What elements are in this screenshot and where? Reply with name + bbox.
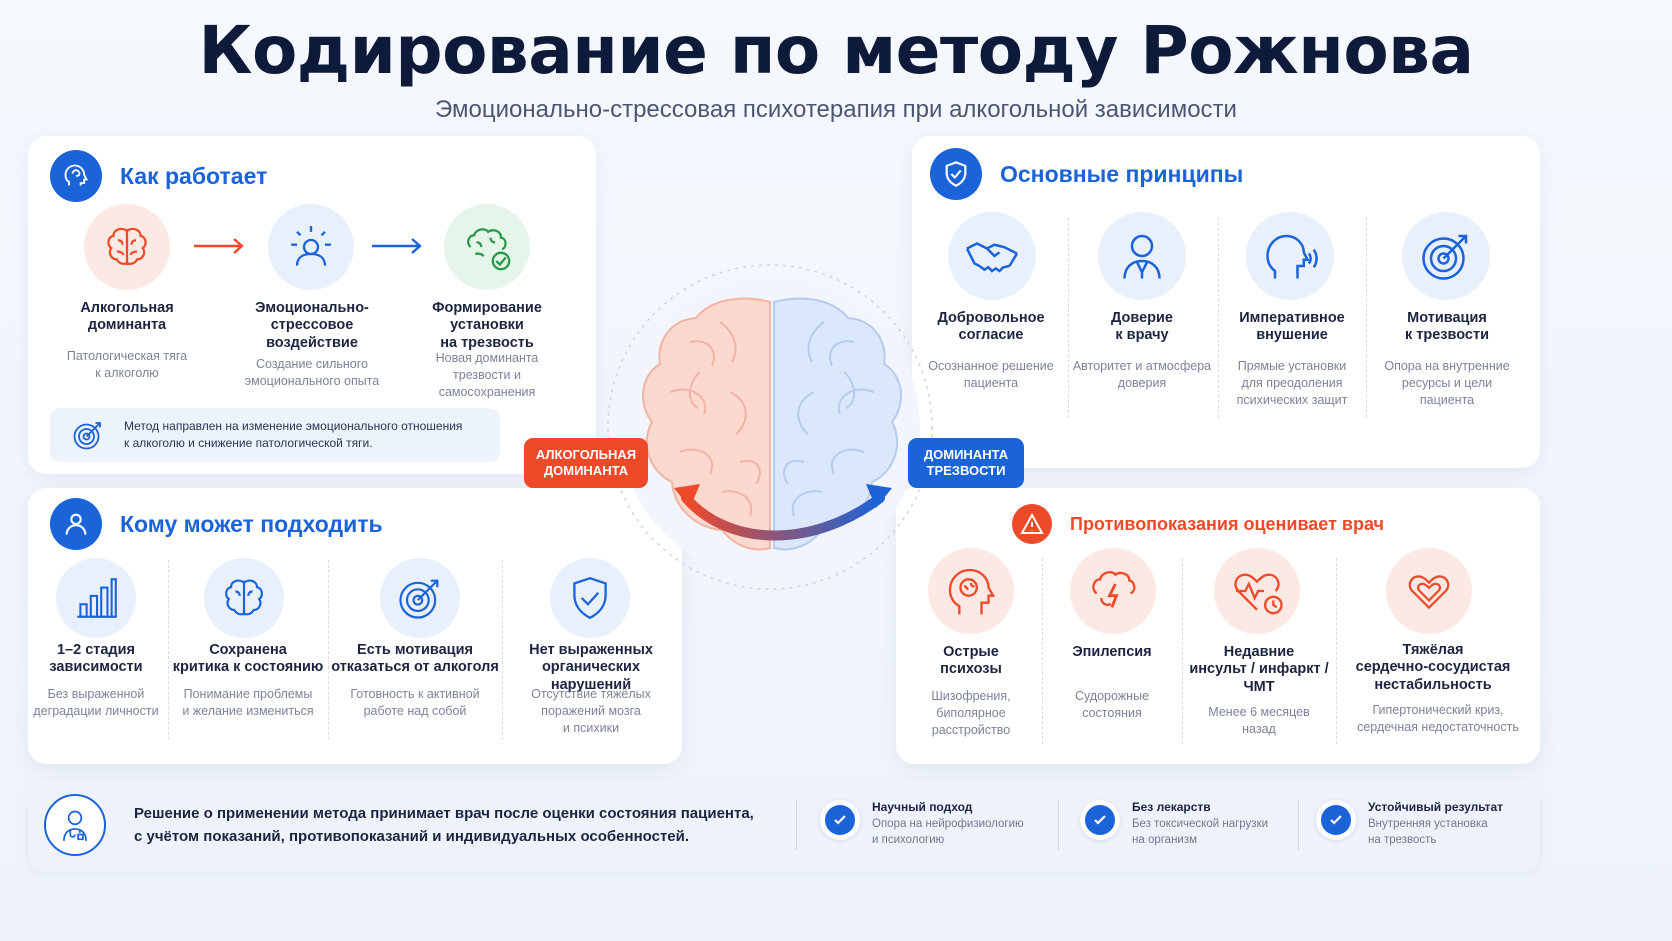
principle-desc: Авторитет и атмосфера доверия	[1072, 359, 1212, 390]
heart-pulse-icon	[1214, 548, 1300, 634]
step-desc: Создание сильного эмоционального опыта	[244, 357, 380, 388]
brain-icon	[84, 204, 170, 290]
brain-lightning-icon	[1070, 548, 1156, 634]
footer-item-title: Без лекарств	[1132, 800, 1211, 814]
contraindication-label: Недавние инсульт / инфаркт / ЧМТ	[1189, 644, 1329, 695]
footer-panel: Решение о применении метода принимает вр…	[28, 780, 1540, 872]
principle-desc: Прямые установки для преодоления психиче…	[1236, 359, 1348, 407]
alcohol-dominant-tag: АЛКОГОЛЬНАЯ ДОМИНАНТА	[524, 438, 648, 488]
suitable-label: 1–2 стадия зависимости	[49, 642, 143, 676]
suitable-card: Кому может подходить 1–2 стадия зависимо…	[28, 488, 682, 764]
footer-item: Без лекарств Без токсической нагрузки на…	[1080, 800, 1268, 848]
check-icon	[1080, 800, 1120, 840]
suitable-label: Есть мотивация отказаться от алкоголя	[331, 642, 499, 676]
divider	[1042, 558, 1043, 744]
target-icon	[73, 422, 101, 450]
divider	[1182, 558, 1183, 744]
step-label: Формирование установки на трезвость	[432, 300, 542, 351]
contraindications-header: Противопоказания оценивает врач	[1012, 504, 1384, 544]
brain-check-icon	[444, 204, 530, 290]
warning-icon	[1012, 504, 1052, 544]
contraindications-title: Противопоказания оценивает врач	[1070, 513, 1384, 534]
user-icon	[50, 498, 102, 550]
principle-label: Мотивация к трезвости	[1405, 310, 1489, 344]
suitable-desc: Отсутствие тяжёлых поражений мозга и пси…	[531, 687, 651, 735]
suitable-label: Сохранена критика к состоянию	[172, 642, 324, 676]
divider	[1068, 218, 1069, 418]
footer-item-desc: Опора на нейрофизиологию и психологию	[872, 818, 1024, 846]
step-desc: Патологическая тяга к алкоголю	[66, 349, 188, 380]
shield-icon	[930, 148, 982, 200]
divider	[1218, 218, 1219, 418]
divider	[796, 800, 797, 850]
footer-item-title: Устойчивый результат	[1368, 800, 1504, 814]
footer-item: Устойчивый результат Внутренняя установк…	[1316, 800, 1503, 848]
head-brain-icon	[928, 548, 1014, 634]
sobriety-dominant-tag: ДОМИНАНТА ТРЕЗВОСТИ	[908, 438, 1024, 488]
principle-desc: Осознанное решение пациента	[928, 359, 1054, 390]
how-it-works-card: Как работает Алкогольная доминанта Патол…	[28, 136, 596, 474]
suitable-header: Кому может подходить	[50, 498, 383, 550]
principle-label: Императивное внушение	[1239, 310, 1345, 344]
speaking-head-icon	[1246, 212, 1334, 300]
suitable-desc: Понимание проблемы и желание измениться	[182, 687, 314, 718]
page-title: Кодирование по методу Рожнова	[198, 12, 1474, 89]
footer-item-title: Научный подход	[872, 800, 973, 814]
page-subtitle: Эмоционально-стрессовая психотерапия при…	[435, 96, 1237, 123]
contraindication-label: Острые психозы	[940, 644, 1002, 678]
contraindication-desc: Менее 6 месяцев назад	[1208, 705, 1310, 736]
divider	[328, 560, 329, 740]
check-icon	[1316, 800, 1356, 840]
contraindications-card: Противопоказания оценивает врач Острые п…	[896, 488, 1540, 764]
divider	[1336, 558, 1337, 744]
shield-check-icon	[550, 558, 630, 638]
suitable-title: Кому может подходить	[120, 510, 383, 537]
divider	[502, 560, 503, 740]
divider	[1058, 800, 1059, 850]
suitable-desc: Без выраженной деградации личности	[33, 687, 159, 718]
contraindication-label: Тяжёлая сердечно-сосудистая нестабильнос…	[1355, 642, 1511, 693]
person-burst-icon	[268, 204, 354, 290]
principle-desc: Опора на внутренние ресурсы и цели пацие…	[1384, 359, 1510, 407]
bar-chart-icon	[56, 558, 136, 638]
brain-icon	[204, 558, 284, 638]
contraindication-desc: Гипертонический криз, сердечная недостат…	[1357, 703, 1519, 734]
footer-item-desc: Без токсической нагрузки на организм	[1132, 818, 1269, 846]
principles-header: Основные принципы	[930, 148, 1243, 200]
head-brain-icon	[50, 150, 102, 202]
doctor-icon	[1098, 212, 1186, 300]
step-label: Эмоционально- стрессовое воздействие	[255, 300, 369, 351]
step-label: Алкогольная доминанта	[80, 300, 174, 334]
how-it-works-header: Как работает	[50, 150, 267, 202]
how-it-works-title: Как работает	[120, 162, 268, 189]
method-note: Метод направлен на изменение эмоциональн…	[50, 408, 500, 462]
contraindication-label: Эпилепсия	[1072, 644, 1152, 660]
principles-title: Основные принципы	[1000, 160, 1244, 187]
check-icon	[820, 800, 860, 840]
footer-item: Научный подход Опора на нейрофизиологию …	[820, 800, 1024, 848]
divider	[1298, 800, 1299, 850]
method-note-text: Метод направлен на изменение эмоциональн…	[124, 418, 463, 450]
target-icon	[1402, 212, 1490, 300]
handshake-icon	[948, 212, 1036, 300]
doctor-icon	[44, 794, 106, 856]
central-brain-illustration	[607, 264, 933, 590]
suitable-desc: Готовность к активной работе над собой	[350, 687, 480, 718]
principle-label: Добровольное согласие	[937, 310, 1045, 344]
contraindication-desc: Судорожные состояния	[1074, 689, 1150, 720]
heart-icon	[1386, 548, 1472, 634]
arrow-right-icon	[194, 238, 244, 254]
divider	[1366, 218, 1367, 418]
arrow-right-icon	[372, 238, 422, 254]
target-icon	[380, 558, 460, 638]
divider	[168, 560, 169, 740]
principle-label: Доверие к врачу	[1111, 310, 1173, 344]
footer-item-desc: Внутренняя установка на трезвость	[1368, 818, 1488, 846]
principles-card: Основные принципы Добровольное согласие …	[912, 136, 1540, 468]
step-desc: Новая доминанта трезвости и самосохранен…	[435, 351, 539, 399]
contraindication-desc: Шизофрения, биполярное расстройство	[931, 689, 1011, 737]
suitable-label: Нет выраженных органических нарушений	[529, 642, 653, 693]
footer-text: Решение о применении метода принимает вр…	[134, 805, 754, 846]
